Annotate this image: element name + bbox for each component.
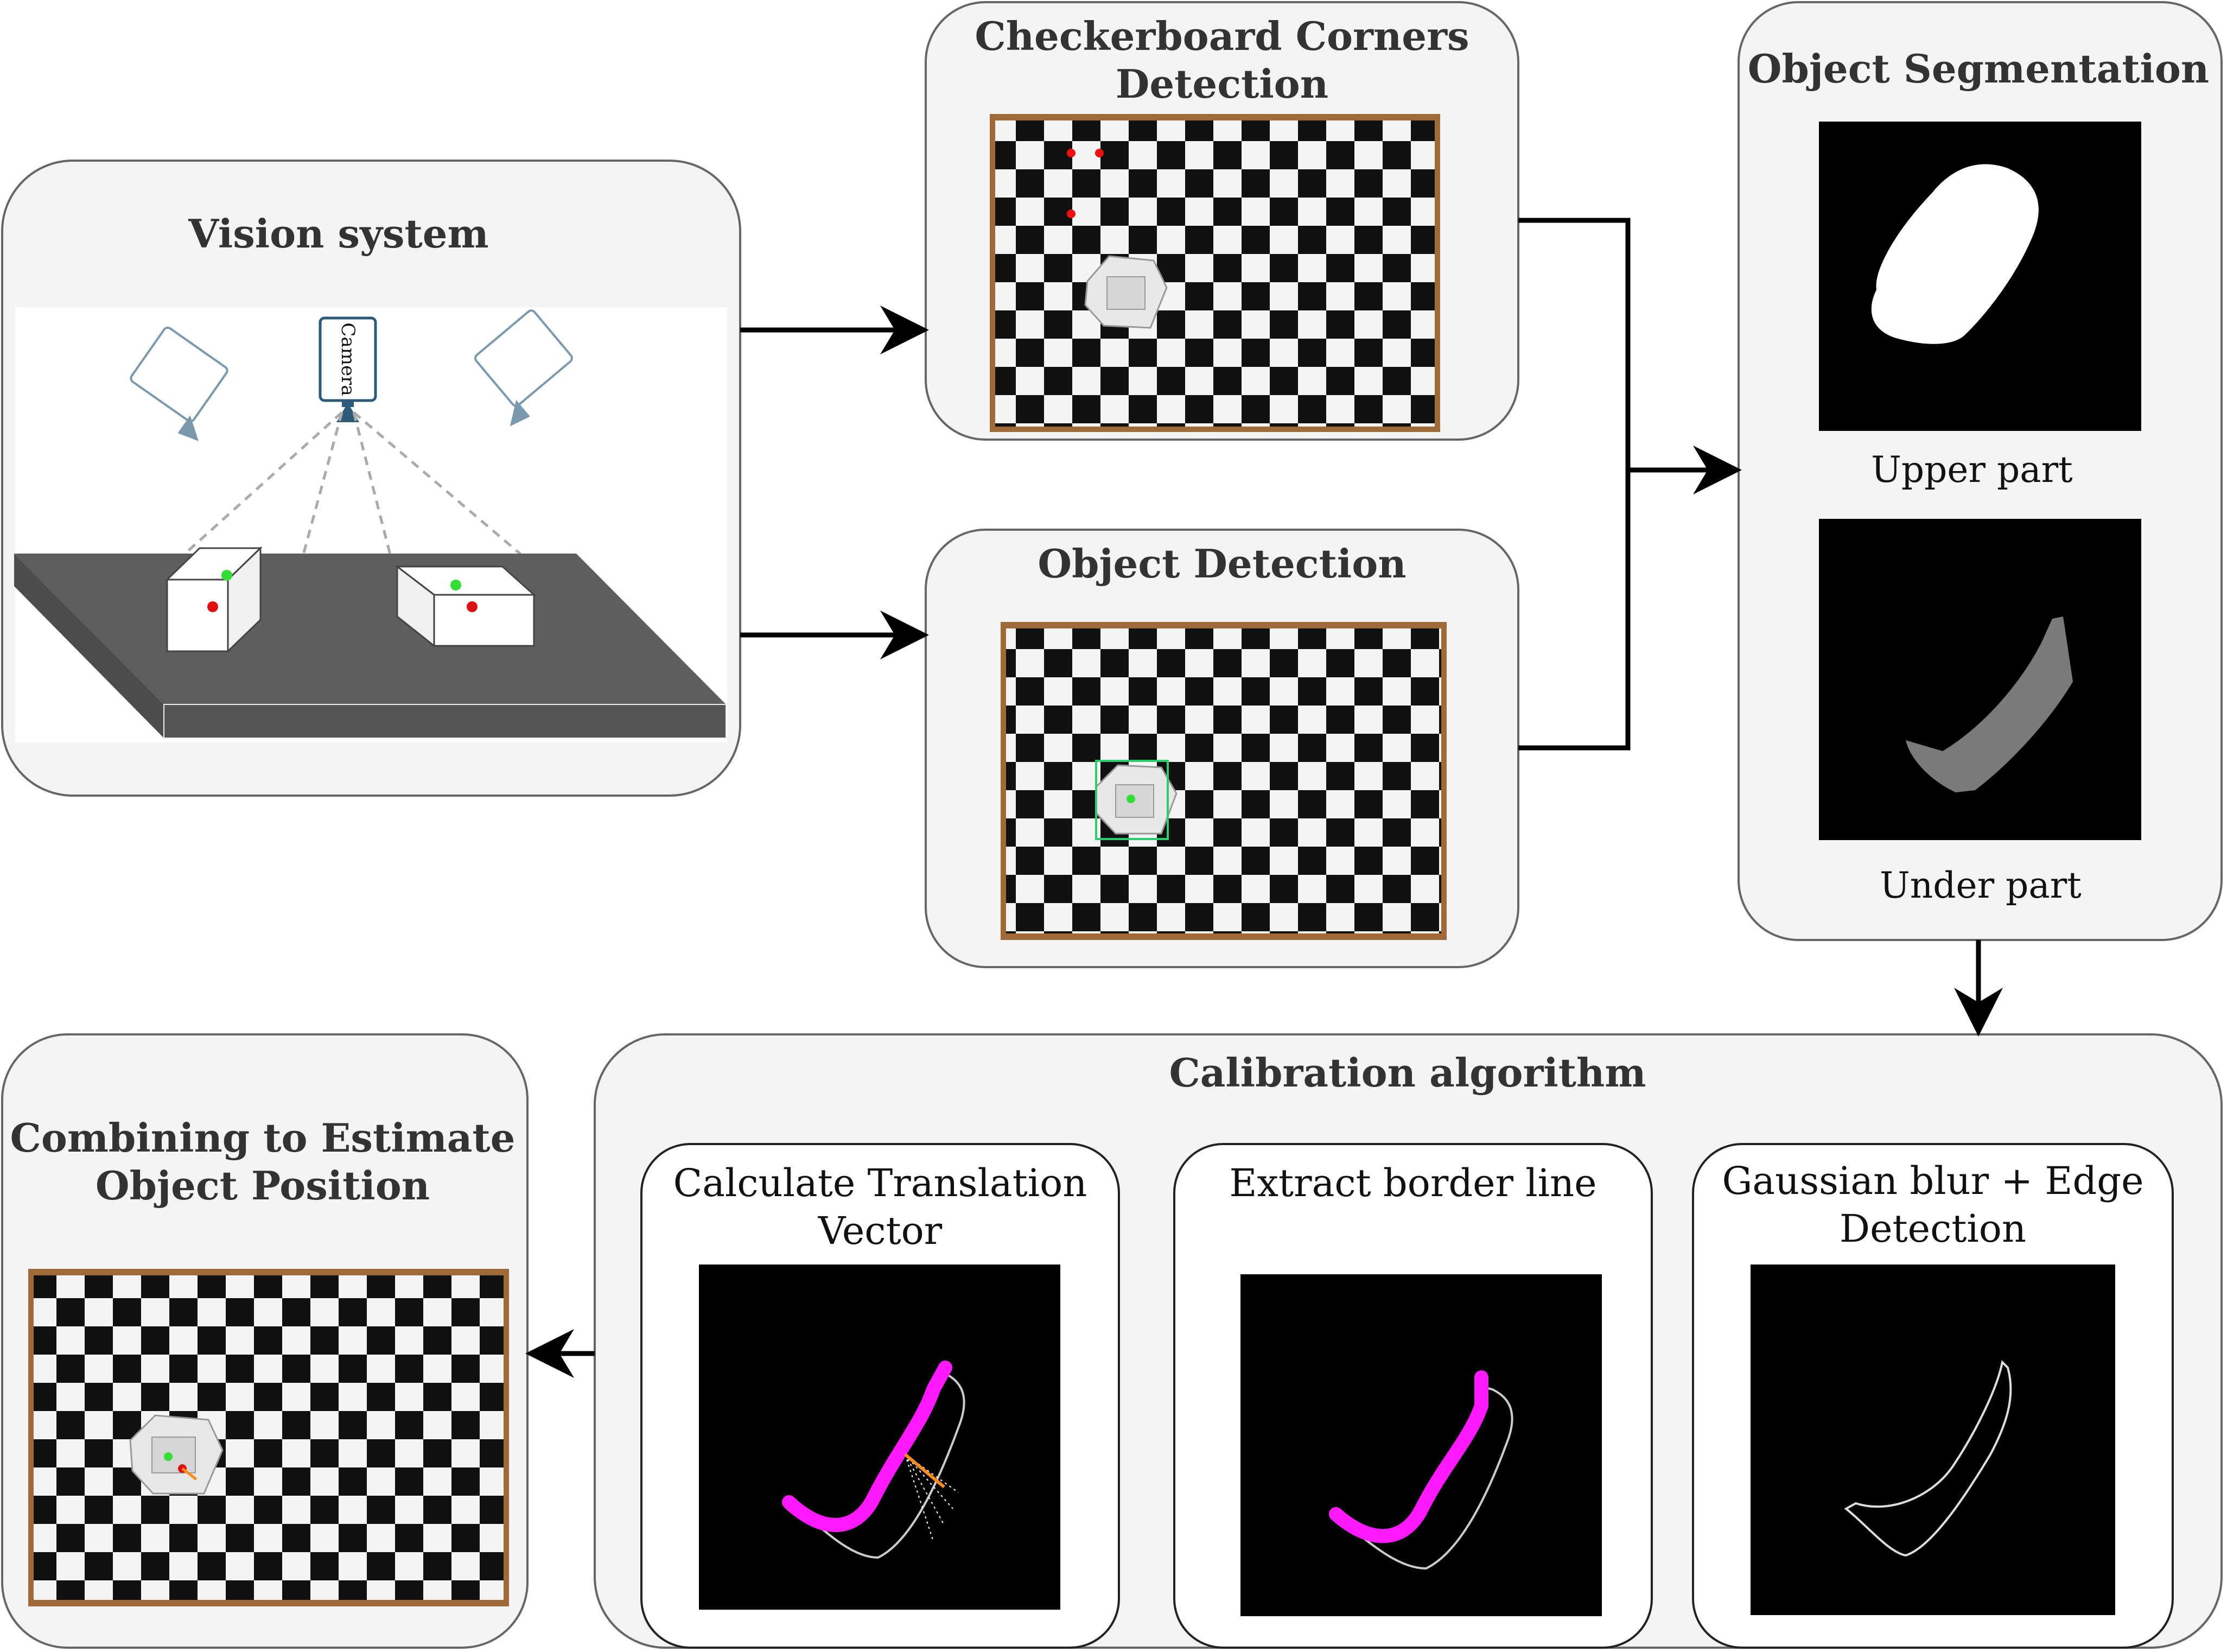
under-part-mask: [1819, 519, 2141, 840]
object-segmentation-panel: Object Segmentation Upper part Under par…: [1738, 1, 2223, 941]
object-detection-panel: Object Detection: [925, 529, 1519, 968]
edge-outline: [785, 1371, 965, 1559]
extract-border-title: Extract border line: [1229, 1161, 1596, 1205]
red-marker-dot: [207, 601, 218, 612]
edge-detection-title: Gaussian blur + Edge: [1722, 1159, 2143, 1203]
object-segmentation-title: Object Segmentation: [1748, 46, 2209, 92]
bounding-box: [1095, 760, 1169, 840]
box-left: [165, 546, 263, 653]
checkerboard-photo: [995, 120, 1435, 427]
right-side-camera-icon: [474, 309, 573, 427]
combining-title: Combining to Estimate: [10, 1115, 516, 1161]
green-marker-dot: [164, 1452, 173, 1461]
checkerboard-corners-panel: Checkerboard Corners Detection: [925, 1, 1519, 441]
position-vector: [181, 1467, 198, 1481]
combining-title-line2: Object Position: [96, 1162, 430, 1209]
left-side-camera-icon: [130, 326, 228, 441]
work-table: [14, 554, 727, 739]
magenta-border-line: [782, 1361, 952, 1532]
object-detection-title: Object Detection: [1038, 541, 1406, 587]
checkerboard-corners-title-line2: Detection: [1116, 61, 1328, 107]
edge-outline: [1844, 1359, 2012, 1557]
vision-system-title: Vision system: [188, 211, 488, 257]
under-part-shape: [1906, 617, 2073, 792]
corners-to-merge-line: [1518, 218, 1631, 470]
translation-vector-title: Calculate Translation: [673, 1161, 1087, 1205]
translation-vector-image: [699, 1265, 1060, 1610]
corner-point-dot: [1095, 149, 1104, 157]
upper-part-label: Upper part: [1871, 449, 2072, 491]
edge-detection-title-line2: Detection: [1840, 1206, 2026, 1251]
magenta-border-line: [1329, 1370, 1488, 1543]
translation-vector-arrow: [904, 1453, 945, 1489]
extract-border-image: [1240, 1274, 1602, 1616]
calibration-algorithm-panel: Calibration algorithm Calculate Translat…: [594, 1033, 2223, 1649]
corner-point-dot: [1067, 149, 1076, 157]
corner-point-dot: [1067, 209, 1076, 218]
box-right: [394, 564, 536, 648]
detection-photo: [1006, 628, 1441, 933]
camera-label: Camera: [337, 322, 359, 396]
green-marker-dot: [221, 570, 232, 581]
adapter-object: [1084, 255, 1168, 329]
upper-part-shape: [1871, 164, 2039, 344]
camera-icon: [319, 316, 377, 422]
under-part-label: Under part: [1880, 865, 2082, 906]
adapter-object: [1095, 764, 1178, 835]
detection-to-merge-line: [1518, 470, 1631, 751]
green-marker-dot: [450, 580, 461, 590]
red-marker-dot: [467, 601, 478, 612]
green-marker-dot: [1127, 795, 1135, 803]
checkerboard-corners-title: Checkerboard Corners: [975, 13, 1469, 59]
combining-panel: Combining to Estimate Object Position: [1, 1033, 529, 1649]
translation-vector-title-line2: Vector: [818, 1209, 943, 1253]
combined-photo: [34, 1275, 504, 1600]
edge-outline: [1333, 1386, 1513, 1570]
vision-system-panel: Vision system Camera: [1, 160, 741, 797]
calibration-algorithm-title: Calibration algorithm: [1169, 1050, 1646, 1096]
edge-detection-image: [1751, 1265, 2115, 1615]
connector-arrows: [525, 218, 2003, 1378]
adapter-object: [129, 1414, 224, 1495]
